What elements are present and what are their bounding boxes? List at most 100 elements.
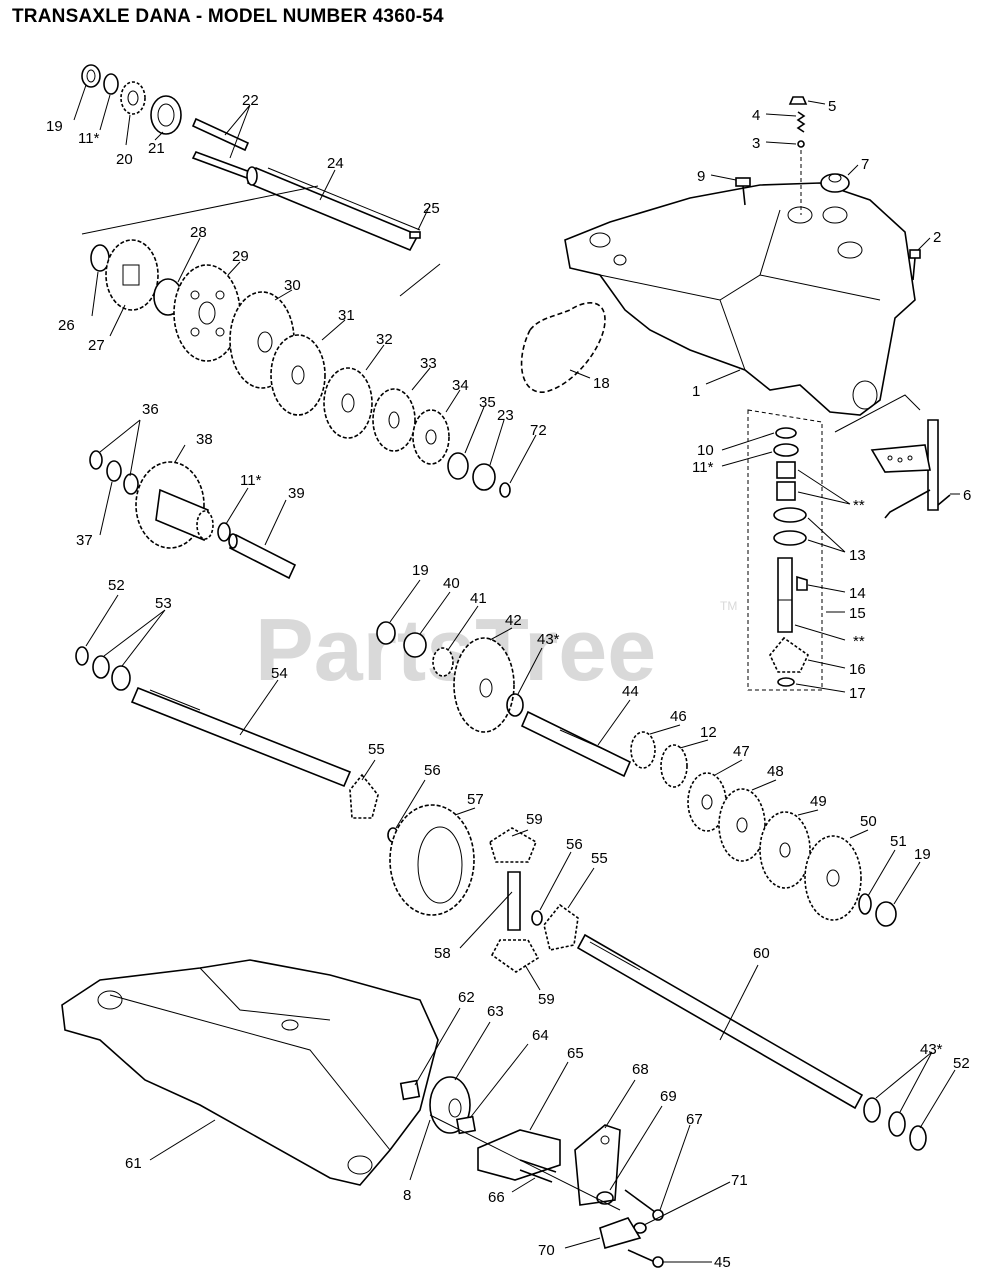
label-59-top: 59 — [526, 811, 543, 828]
spacer-40 — [403, 632, 427, 658]
washer-53a — [92, 655, 110, 679]
label-33: 33 — [420, 355, 437, 372]
label-double-star-2: ** — [853, 633, 865, 650]
label-31: 31 — [338, 307, 355, 324]
label-29: 29 — [232, 248, 249, 265]
label-28: 28 — [190, 224, 207, 241]
label-50: 50 — [860, 813, 877, 830]
washer-13b — [773, 530, 807, 546]
washer-52-right — [909, 1125, 927, 1151]
bevel-gear-55-right — [543, 903, 579, 951]
label-65: 65 — [567, 1045, 584, 1062]
brake-lever-68 — [574, 1124, 621, 1206]
gear-34 — [412, 409, 450, 465]
washer-11-mid — [217, 522, 231, 542]
caliper-65 — [477, 1129, 561, 1181]
label-42: 42 — [505, 612, 522, 629]
washer-10 — [775, 427, 797, 439]
gear-33 — [372, 388, 416, 452]
washer-36a — [89, 450, 103, 470]
shift-lever-6 — [870, 419, 951, 519]
bolt-67 — [624, 1189, 664, 1221]
label-56-left: 56 — [424, 762, 441, 779]
brake-pad-62 — [399, 1079, 421, 1101]
bevel-gear-55-left — [349, 773, 379, 819]
spring-4 — [796, 111, 806, 133]
label-68: 68 — [632, 1061, 649, 1078]
housing-1 — [564, 182, 916, 416]
washer-56-right — [531, 910, 543, 926]
washer-51 — [858, 893, 872, 915]
label-2: 2 — [933, 229, 941, 246]
label-27: 27 — [88, 337, 105, 354]
cluster-gear-38 — [135, 461, 214, 549]
washer-37 — [106, 460, 122, 482]
pin-58 — [507, 871, 521, 931]
label-47: 47 — [733, 743, 750, 760]
chain-18 — [520, 302, 606, 393]
ball-3 — [797, 140, 805, 148]
label-16: 16 — [849, 661, 866, 678]
leader-lines — [73, 84, 960, 1263]
differential-57 — [389, 804, 475, 916]
label-55-right: 55 — [591, 850, 608, 867]
gear-42 — [453, 637, 515, 733]
bushing-19-right — [875, 901, 897, 927]
gear-41 — [432, 647, 454, 677]
label-8: 8 — [403, 1187, 411, 1204]
label-71: 71 — [731, 1172, 748, 1189]
label-59-bottom: 59 — [538, 991, 555, 1008]
ring-17 — [777, 677, 795, 687]
label-22: 22 — [242, 92, 259, 109]
label-23: 23 — [497, 407, 514, 424]
label-62: 62 — [458, 989, 475, 1006]
label-69: 69 — [660, 1088, 677, 1105]
label-double-star-1: ** — [853, 497, 865, 514]
washer-11-right — [773, 443, 799, 457]
label-45: 45 — [714, 1254, 731, 1271]
axle-54 — [130, 686, 352, 788]
label-25: 25 — [423, 200, 440, 217]
axle-60 — [576, 933, 864, 1110]
label-14: 14 — [849, 585, 866, 602]
label-30: 30 — [284, 277, 301, 294]
label-51: 51 — [890, 833, 907, 850]
label-19-mid: 19 — [412, 562, 429, 579]
label-6: 6 — [963, 487, 971, 504]
label-56-right: 56 — [566, 836, 583, 853]
plug-5 — [788, 96, 808, 105]
shift-assembly-box — [747, 409, 823, 691]
label-17: 17 — [849, 685, 866, 702]
dowel-66 — [519, 1159, 557, 1183]
label-61: 61 — [125, 1155, 142, 1172]
label-52-left: 52 — [108, 577, 125, 594]
washer-36b — [123, 473, 139, 495]
watermark-tm: TM — [720, 599, 737, 613]
bolt-45 — [627, 1249, 664, 1268]
label-46: 46 — [670, 708, 687, 725]
washer-35 — [447, 452, 469, 480]
label-4: 4 — [752, 107, 760, 124]
washer-53b — [111, 665, 131, 691]
label-35: 35 — [479, 394, 496, 411]
washer-43-mid — [506, 693, 524, 717]
diagram-title: TRANSAXLE DANA - MODEL NUMBER 4360-54 — [12, 6, 444, 27]
shaft-39 — [228, 533, 297, 580]
gear-48 — [718, 788, 766, 862]
bolt-2 — [909, 249, 921, 281]
label-11-top: 11* — [78, 130, 100, 147]
label-11-right: 11* — [692, 459, 714, 476]
label-55-left: 55 — [368, 741, 385, 758]
washer-43-right — [863, 1097, 881, 1123]
ring-72 — [499, 482, 511, 498]
label-44: 44 — [622, 683, 639, 700]
label-67: 67 — [686, 1111, 703, 1128]
gear-32 — [323, 367, 373, 439]
label-19-top: 19 — [46, 118, 63, 135]
label-5: 5 — [828, 98, 836, 115]
bearing-stack — [776, 461, 796, 501]
label-1: 1 — [692, 383, 700, 400]
group-bracket-top — [81, 185, 319, 235]
bolt-9 — [735, 177, 751, 206]
brake-pad-64 — [455, 1115, 477, 1135]
